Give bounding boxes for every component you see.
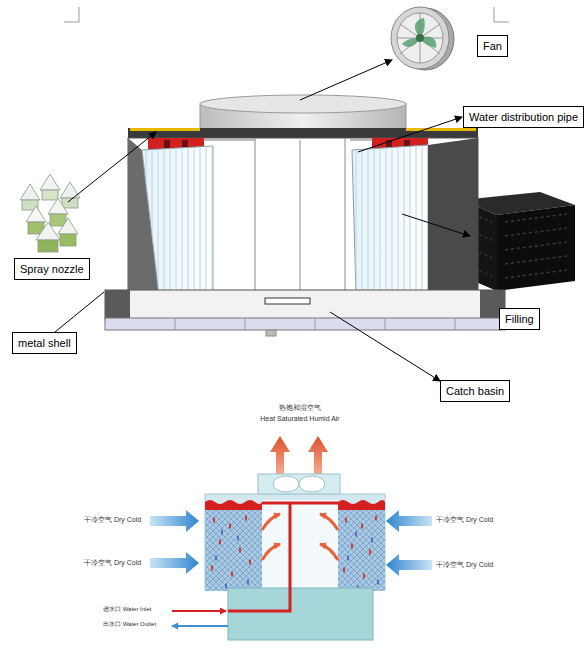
- callout-box: Catch basin: [440, 380, 510, 402]
- part-name: Catch basin: [446, 384, 504, 398]
- flow-label: 干冷空气 Dry Cold: [84, 559, 141, 567]
- part-name: Fan: [483, 39, 502, 53]
- callout-box: Filling: [499, 308, 540, 330]
- flow-label: 热饱和湿空气: [279, 404, 321, 412]
- flow-label: 干冷空气 Dry Cold: [436, 561, 493, 569]
- part-name: Spray nozzle: [20, 262, 84, 276]
- callout-box: metal shell: [12, 332, 77, 354]
- flow-label: Heat Saturated Humid Air: [260, 415, 339, 423]
- part-name: Water distribution pipe: [469, 110, 578, 124]
- flow-label: 出水口 Water Outlet: [103, 621, 156, 628]
- part-name: Filling: [505, 312, 534, 326]
- callout-box: Water distribution pipe: [463, 106, 584, 128]
- flow-label: 进水口 Water Inlet: [103, 606, 151, 613]
- callout-box: Spray nozzle: [14, 258, 90, 280]
- flow-label: 干冷空气 Dry Cold: [84, 516, 141, 524]
- part-name: metal shell: [18, 336, 71, 350]
- callout-box: Fan: [477, 35, 508, 57]
- flow-label: 干冷空气 Dry Cold: [436, 516, 493, 524]
